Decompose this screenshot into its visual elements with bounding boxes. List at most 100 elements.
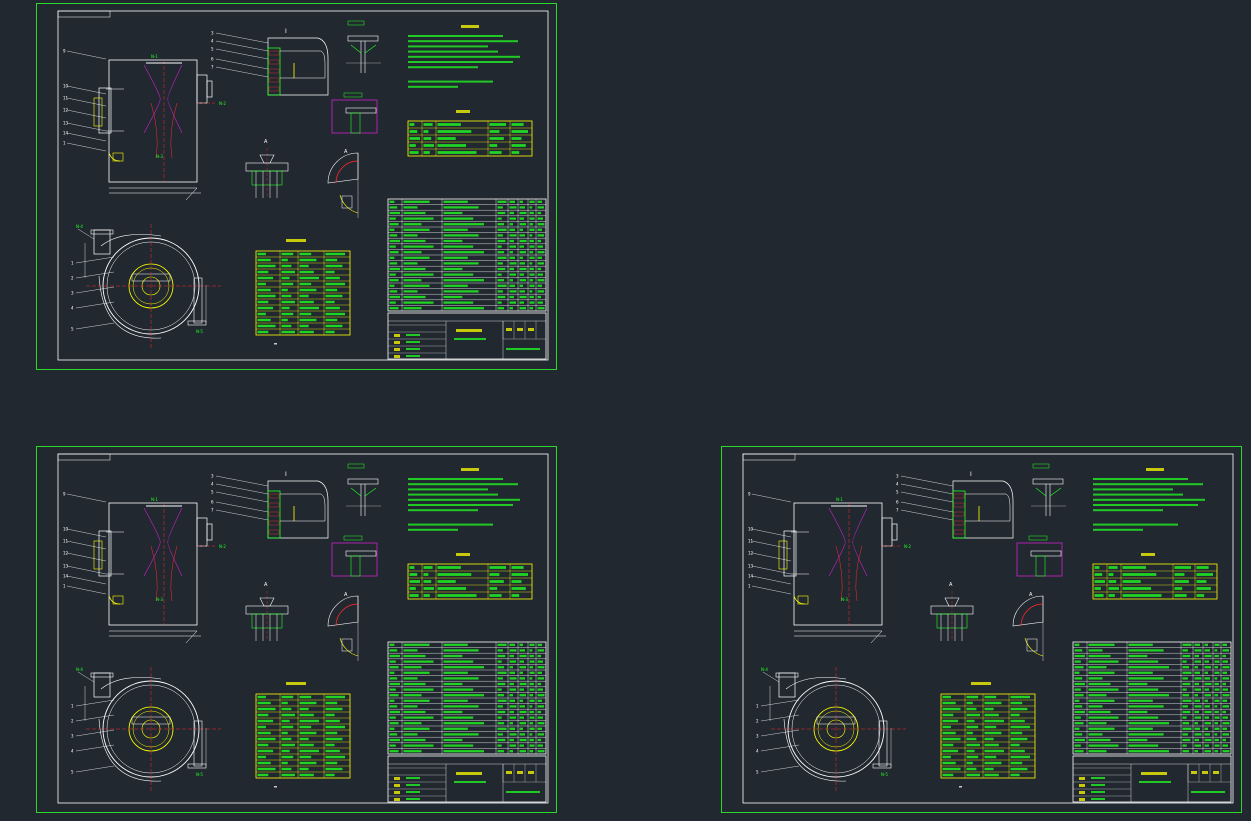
title-text <box>406 777 420 779</box>
nozzle-label: N-2 <box>904 544 911 549</box>
table-cell-text <box>437 130 472 133</box>
inlet-flange <box>775 672 799 678</box>
table-cell-text <box>497 750 505 753</box>
table-cell-text <box>1222 710 1226 714</box>
table-cell-text <box>1214 688 1220 691</box>
table-cell-text <box>281 324 292 328</box>
table-cell-text <box>519 256 523 259</box>
table-cell-text <box>257 288 271 292</box>
leader-number: 10 <box>748 527 754 532</box>
table-cell-text <box>437 587 467 590</box>
inlet-flange <box>93 540 103 570</box>
detail-label: A <box>1029 592 1033 598</box>
table-cell-text <box>529 682 534 686</box>
nozzle-label: N-3 <box>841 597 848 602</box>
table-cell-text <box>389 666 399 669</box>
table-cell-text <box>1204 738 1212 742</box>
table-cell-text <box>942 719 959 723</box>
detail-label: I <box>285 28 287 35</box>
table-cell-text <box>519 694 526 697</box>
table-cell-text <box>1182 649 1188 652</box>
table-cell-text <box>537 671 542 674</box>
table-cell-text <box>497 295 506 299</box>
table-cell-text <box>1194 654 1199 658</box>
bolt-hole <box>268 529 280 535</box>
table-cell-text <box>325 749 340 753</box>
table-cell-text <box>1214 710 1219 714</box>
table-cell-text <box>1088 643 1115 646</box>
table-cell-text <box>1194 705 1202 708</box>
cone-wall-left <box>143 507 161 577</box>
leader-number: 3 <box>211 31 214 36</box>
table-cell-text <box>1074 660 1081 663</box>
signature-box <box>1079 777 1085 780</box>
table-cell-text <box>1222 677 1229 680</box>
table-heading <box>286 682 306 685</box>
table-cell-text <box>966 725 979 729</box>
table-cell-text <box>519 660 524 663</box>
table-cell-text <box>1088 744 1119 747</box>
table-cell-text <box>537 710 541 714</box>
table-cell-text <box>1194 727 1200 730</box>
table-cell-text <box>389 716 396 719</box>
table-cell-text <box>529 279 534 282</box>
parts-list-group <box>1072 641 1232 755</box>
table-cell-text <box>511 594 520 597</box>
table-cell-text <box>519 273 524 276</box>
table-cell-text <box>519 206 525 209</box>
table-cell-text <box>1196 587 1211 590</box>
table-cell-text <box>1074 750 1084 753</box>
table-cell-text <box>1222 682 1226 686</box>
title-text <box>406 798 420 800</box>
table-cell-text <box>489 137 504 140</box>
table-cell-text <box>1204 694 1211 697</box>
section-arc <box>327 152 359 184</box>
table-cell-text <box>299 713 314 717</box>
table-cell-text <box>1196 566 1209 569</box>
leader-number: 10 <box>63 84 69 89</box>
table-cell-text <box>1222 694 1230 697</box>
table-cell-text <box>509 239 514 243</box>
table-cell-text <box>942 731 956 735</box>
stage-box <box>1202 771 1208 774</box>
table-cell-text <box>325 288 338 292</box>
table-cell-text <box>299 264 309 268</box>
inlet-stack <box>98 530 112 577</box>
table-cell-text <box>1122 573 1157 576</box>
leader-number: 7 <box>211 508 214 513</box>
table-cell-text <box>257 719 274 723</box>
table-cell-text <box>984 695 997 699</box>
scale-mark <box>274 786 277 788</box>
table-cell-text <box>281 318 288 322</box>
leader-line <box>215 491 269 503</box>
table-cell-text <box>443 688 474 691</box>
leader-number: 1 <box>756 704 759 709</box>
table-cell-text <box>1088 682 1111 686</box>
table-cell-text <box>1088 738 1111 742</box>
drawing-number-box <box>742 453 796 461</box>
title-text <box>406 348 420 350</box>
sheet-outer-frame <box>36 446 557 813</box>
section-arc <box>327 595 359 627</box>
detail-section: A <box>327 592 359 661</box>
table-cell-text <box>299 306 319 310</box>
table-cell-text <box>1194 744 1201 747</box>
table-cell-text <box>281 731 288 735</box>
table-cell-text <box>437 144 467 147</box>
cone-wall-right <box>167 64 183 134</box>
table-cell-text <box>389 284 395 287</box>
detail-label: A <box>344 149 348 155</box>
table-cell-text <box>281 701 288 705</box>
table-cell-text <box>257 330 269 334</box>
sheet-inner-frame <box>742 453 1234 804</box>
table-cell-text <box>1194 722 1198 725</box>
detail-magenta-frame <box>331 99 378 134</box>
note-text-line <box>408 40 518 43</box>
table-cell-text <box>437 123 461 126</box>
table-cell-text <box>1074 744 1081 747</box>
